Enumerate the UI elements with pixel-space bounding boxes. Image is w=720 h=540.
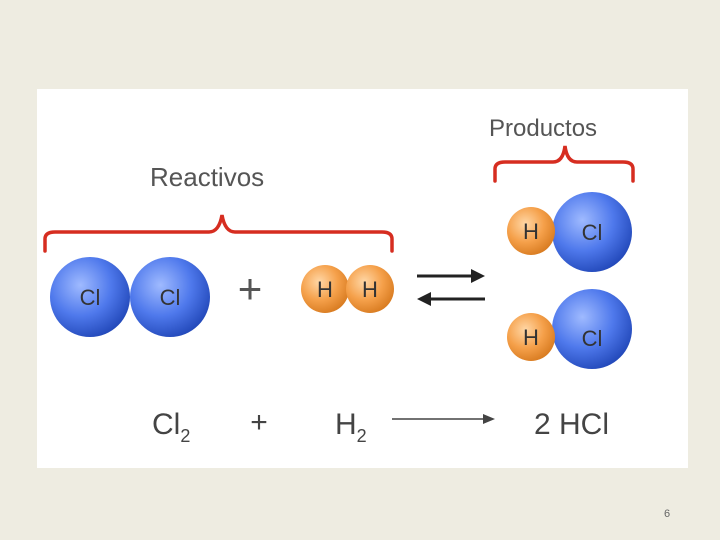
atom-label: H — [523, 219, 539, 244]
plus-sign: + — [238, 265, 263, 312]
equation-reactant1: Cl2 — [152, 408, 190, 446]
reactants-brace — [43, 214, 394, 253]
products-brace — [493, 145, 635, 183]
hcl-molecule: H Cl — [507, 192, 632, 272]
atom-label: Cl — [80, 285, 101, 310]
reactants-label: Reactivos — [150, 162, 264, 192]
atom-label: Cl — [582, 220, 603, 245]
chlorine-atom — [552, 192, 632, 272]
hydrogen-atom — [301, 265, 349, 313]
diagram-panel: Reactivos Productos Cl Cl + H H — [37, 89, 688, 468]
equation-reactant2-symbol: H — [335, 408, 357, 441]
reaction-arrow-icon — [392, 414, 495, 424]
hydrogen-atom — [507, 207, 555, 255]
equilibrium-arrows-icon — [417, 269, 485, 306]
chlorine-atom — [130, 257, 210, 337]
hcl-molecule: H Cl — [507, 289, 632, 369]
equation-reactant1-subscript: 2 — [180, 426, 190, 446]
hydrogen-atom — [346, 265, 394, 313]
equation-reactant2-subscript: 2 — [357, 426, 367, 446]
equation-reactant1-symbol: Cl — [152, 408, 180, 441]
atom-label: Cl — [582, 326, 603, 351]
products-label: Productos — [489, 115, 597, 142]
reaction-diagram: Reactivos Productos Cl Cl + H H — [43, 115, 635, 446]
chlorine-atom — [50, 257, 130, 337]
cl2-molecule: Cl Cl — [50, 257, 210, 337]
atom-label: H — [317, 277, 333, 302]
equation-reactant2: H2 — [335, 408, 367, 446]
atom-label: H — [362, 277, 378, 302]
equation-plus: + — [250, 406, 268, 439]
equation-product: 2 HCl — [534, 408, 609, 441]
atom-label: Cl — [160, 285, 181, 310]
hydrogen-atom — [507, 313, 555, 361]
h2-molecule: H H — [301, 265, 394, 313]
page-number: 6 — [664, 508, 671, 520]
atom-label: H — [523, 325, 539, 350]
chlorine-atom — [552, 289, 632, 369]
